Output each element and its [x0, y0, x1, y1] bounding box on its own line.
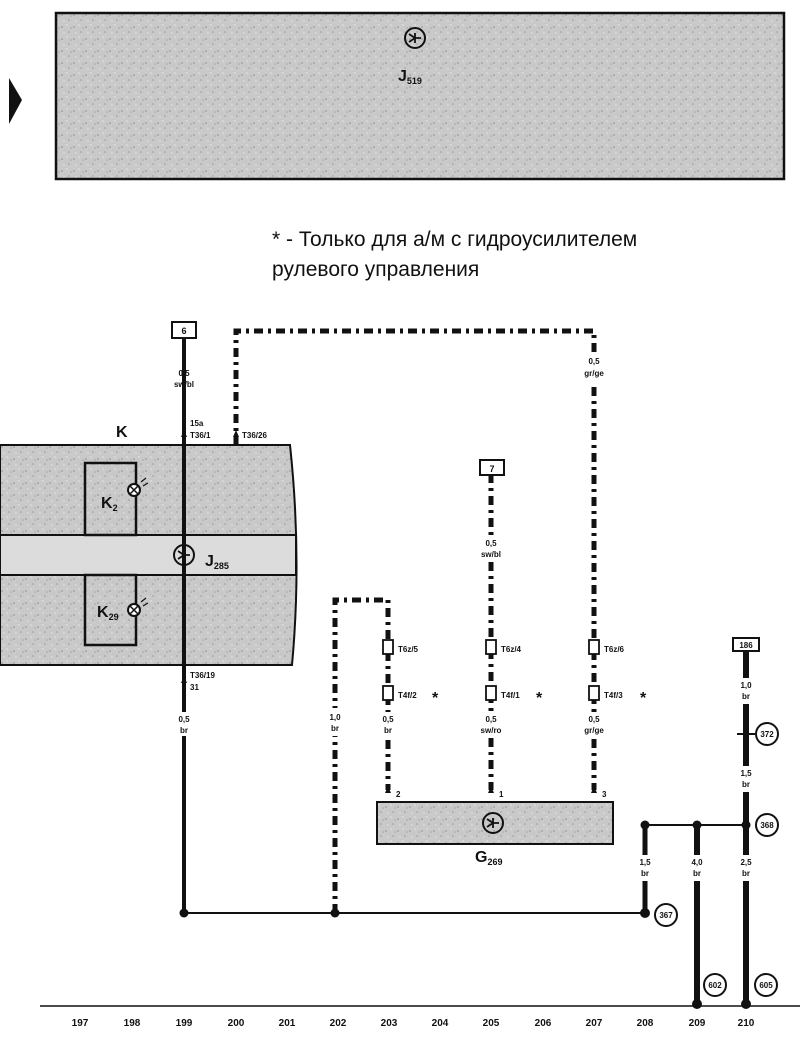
svg-text:0,5: 0,5: [382, 715, 394, 724]
svg-text:31: 31: [190, 683, 199, 692]
ruler-numbers: 197 198 199 200 201 202 203 204 205 206 …: [72, 1018, 755, 1029]
svg-text:203: 203: [381, 1018, 398, 1029]
svg-text:367: 367: [659, 911, 673, 920]
svg-text:br: br: [384, 726, 392, 735]
svg-text:br: br: [180, 726, 188, 735]
instrument-cluster: K K2 K29 J285: [0, 424, 298, 666]
svg-text:2,5: 2,5: [740, 858, 752, 867]
svg-text:br: br: [742, 780, 750, 789]
svg-text:602: 602: [708, 981, 722, 990]
svg-text:T4f/3: T4f/3: [604, 691, 623, 700]
svg-text:sw/bl: sw/bl: [481, 550, 501, 559]
ground-point-367: 367: [654, 903, 678, 927]
svg-text:197: 197: [72, 1018, 89, 1029]
sensor-icon: [482, 812, 504, 834]
wire-199-size: 0,5: [178, 369, 190, 378]
module-j285-label: J285: [205, 553, 229, 571]
svg-text:sw/ro: sw/ro: [481, 726, 502, 735]
svg-text:6: 6: [181, 326, 186, 336]
svg-text:202: 202: [330, 1018, 347, 1029]
footnote-line2: рулевого управления: [272, 258, 479, 281]
svg-text:204: 204: [432, 1018, 449, 1029]
svg-text:T36/26: T36/26: [242, 431, 267, 440]
sensor-g269: G269: [376, 801, 614, 867]
svg-text:*: *: [640, 690, 647, 707]
svg-text:201: 201: [279, 1018, 296, 1029]
control-unit-icon: [404, 27, 426, 49]
ref-box-186: [732, 637, 760, 652]
svg-text:198: 198: [124, 1018, 141, 1029]
svg-text:605: 605: [759, 981, 773, 990]
svg-text:368: 368: [760, 821, 774, 830]
svg-text:gr/ge: gr/ge: [584, 369, 604, 378]
svg-text:15a: 15a: [190, 419, 204, 428]
wire-199-color: sw/bl: [174, 380, 194, 389]
ground-point-605: 605: [754, 973, 778, 997]
svg-text:br: br: [742, 869, 750, 878]
svg-text:T6z/6: T6z/6: [604, 645, 625, 654]
footnote-line1: * - Только для а/м с гидроусилителем: [272, 228, 637, 251]
svg-text:372: 372: [760, 730, 774, 739]
svg-text:0,5: 0,5: [485, 715, 497, 724]
lamp-k29-icon: [127, 597, 149, 617]
connector-t4f: [382, 685, 600, 701]
sensor-g269-label: G269: [475, 849, 502, 867]
svg-text:1: 1: [499, 790, 504, 799]
svg-text:209: 209: [689, 1018, 706, 1029]
svg-text:4,0: 4,0: [691, 858, 703, 867]
svg-text:1,5: 1,5: [740, 769, 752, 778]
svg-text:T6z/4: T6z/4: [501, 645, 522, 654]
svg-text:br: br: [742, 692, 750, 701]
svg-text:0,5: 0,5: [178, 715, 190, 724]
svg-text:*: *: [432, 690, 439, 707]
lamp-k2-icon: [127, 477, 149, 497]
cluster-label: K: [116, 424, 128, 441]
svg-text:1,0: 1,0: [740, 681, 752, 690]
module-j519: J519: [54, 11, 786, 181]
svg-text:210: 210: [738, 1018, 755, 1029]
page-marker-top: [9, 78, 22, 124]
svg-text:206: 206: [535, 1018, 552, 1029]
svg-text:T6z/5: T6z/5: [398, 645, 419, 654]
svg-text:br: br: [641, 869, 649, 878]
lamp-k2-label: K2: [101, 495, 118, 513]
svg-text:1,0: 1,0: [329, 713, 341, 722]
ref-box-7: [479, 459, 505, 476]
svg-text:205: 205: [483, 1018, 500, 1029]
svg-text:0,5: 0,5: [485, 539, 497, 548]
lamp-k29-label: K29: [97, 604, 119, 622]
svg-text:1,5: 1,5: [639, 858, 651, 867]
module-j519-label: J519: [398, 68, 422, 86]
svg-text:0,5: 0,5: [588, 357, 600, 366]
ground-point-372: 372: [755, 722, 779, 746]
svg-text:0,5: 0,5: [588, 715, 600, 724]
svg-text:7: 7: [489, 464, 494, 474]
svg-text:T36/19: T36/19: [190, 671, 215, 680]
svg-text:199: 199: [176, 1018, 193, 1029]
svg-text:T4f/1: T4f/1: [501, 691, 520, 700]
svg-text:186: 186: [739, 641, 753, 650]
svg-text:T36/1: T36/1: [190, 431, 211, 440]
connector-t6z: [382, 639, 600, 655]
ref-box-6: [171, 321, 197, 339]
svg-text:T4f/2: T4f/2: [398, 691, 417, 700]
svg-text:2: 2: [396, 790, 401, 799]
svg-text:br: br: [331, 724, 339, 733]
svg-text:br: br: [693, 869, 701, 878]
ground-point-602: 602: [703, 973, 727, 997]
svg-text:208: 208: [637, 1018, 654, 1029]
svg-text:207: 207: [586, 1018, 603, 1029]
svg-text:3: 3: [602, 790, 607, 799]
svg-text:200: 200: [228, 1018, 245, 1029]
svg-text:*: *: [536, 690, 543, 707]
svg-text:gr/ge: gr/ge: [584, 726, 604, 735]
ground-point-368: 368: [755, 813, 779, 837]
